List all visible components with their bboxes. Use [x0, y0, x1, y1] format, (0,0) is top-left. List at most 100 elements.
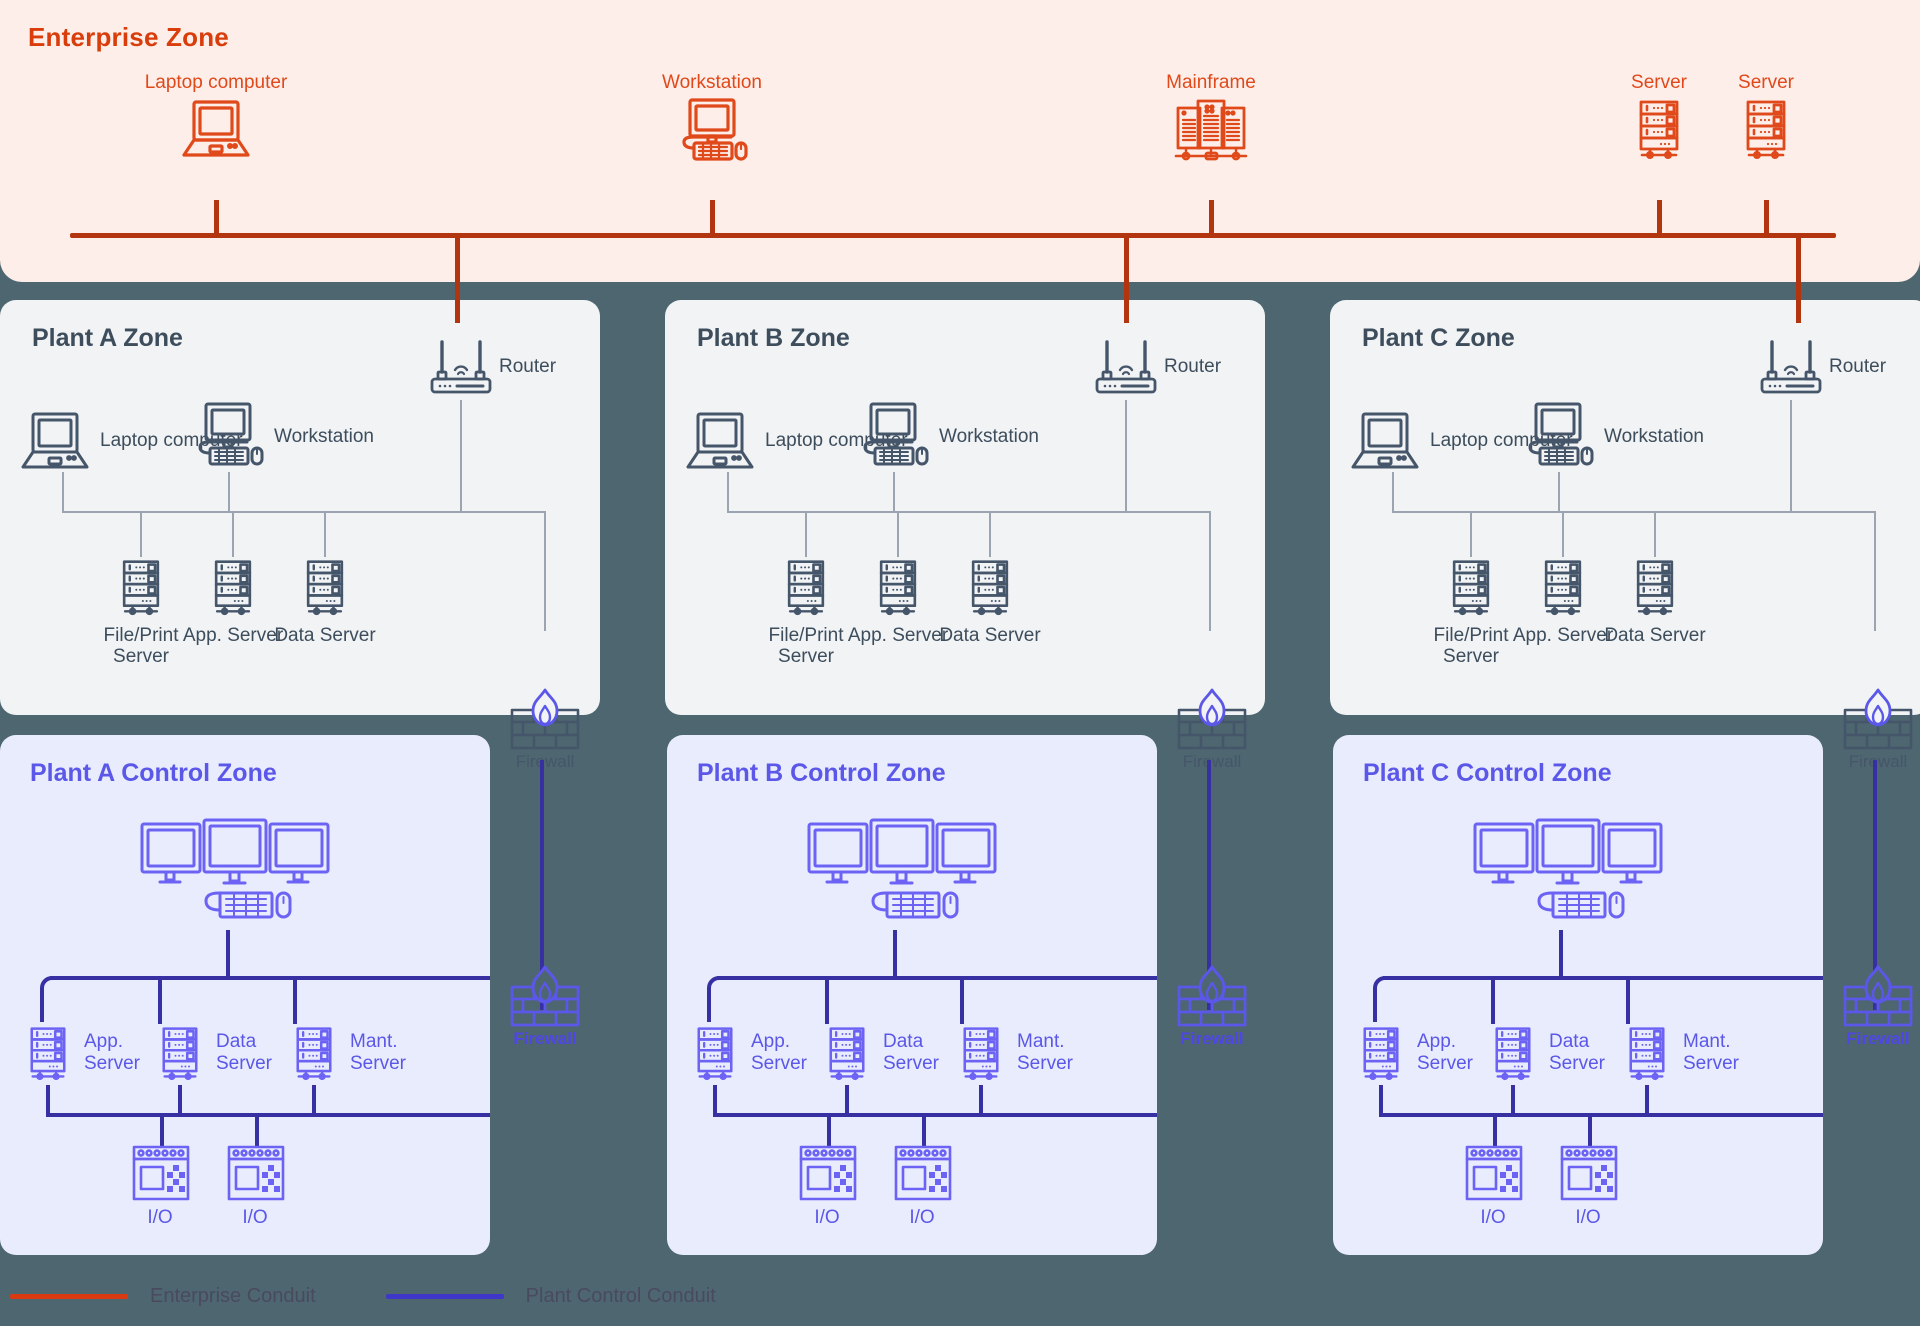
enterprise-zone-title: Enterprise Zone [28, 22, 229, 52]
plant-a-control-server-mant[interactable]: Mant. Server [286, 1023, 430, 1083]
plant-c-control-io-2-drop [1588, 1113, 1592, 1147]
server-rack-icon [819, 1023, 875, 1083]
firewall-label: Firewall [1848, 752, 1908, 771]
plant-c-control-io-1[interactable] [1463, 1145, 1525, 1203]
server-rack-icon [1599, 98, 1719, 160]
io-module-icon [130, 1145, 192, 1203]
conduit-riser-plant-b [1207, 760, 1211, 1010]
plant-b-server-file-print[interactable] [777, 556, 835, 618]
plant-c-server-file-print[interactable] [1442, 556, 1500, 618]
plant-b-control-bus-left-corner [707, 976, 721, 1022]
mainframe-icon [1131, 98, 1291, 162]
plant-b-control-data-down [845, 1085, 849, 1115]
plant-b-link-firewall-down [1209, 511, 1211, 631]
plant-a-control-hmi[interactable] [140, 818, 330, 930]
plant-c-control-hmi-drop [1559, 930, 1563, 978]
enterprise-node-mainframe[interactable]: Mainframe [1131, 72, 1291, 162]
plant-a-client-workstation[interactable]: Workstation [188, 402, 374, 472]
plant-b-control-server-data[interactable]: Data Server [819, 1023, 959, 1083]
plant-c-control-hmi[interactable] [1473, 818, 1663, 930]
plant-b-control-io-1[interactable] [797, 1145, 859, 1203]
enterprise-node-label: Server [1631, 72, 1687, 93]
plant-a-server-file-print[interactable] [112, 556, 170, 618]
server-rack-icon [687, 1023, 743, 1083]
plant-b-server-data[interactable] [961, 556, 1019, 618]
plant-c-control-upper-bus [1383, 976, 1823, 980]
conduit-riser-plant-c [1873, 760, 1877, 1010]
multi-monitor-workstation-icon [140, 818, 330, 930]
plant-b-router[interactable]: Router [1090, 338, 1221, 396]
enterprise-node-label: Workstation [662, 72, 762, 93]
plant-a-control-server-app[interactable]: App. Server [20, 1023, 160, 1083]
workstation-icon [632, 98, 792, 164]
legend-label-enterprise: Enterprise Conduit [150, 1285, 316, 1307]
plant-c-server-data[interactable] [1626, 556, 1684, 618]
plant-b-control-server-app[interactable]: App. Server [687, 1023, 827, 1083]
plant-c-link-srv-2 [1562, 511, 1564, 557]
plant-a-control-mant-down [312, 1085, 316, 1115]
plant-c-link-bus [1392, 511, 1874, 513]
plant-c-control-io-2[interactable] [1558, 1145, 1620, 1203]
workstation-icon [188, 402, 268, 472]
server-rack-icon [961, 556, 1019, 618]
firewall-plant-c-lower[interactable]: Firewall [1833, 965, 1920, 1049]
firewall-icon [1167, 965, 1257, 1027]
enterprise-riser-plant-a [455, 233, 460, 323]
plant-b-server-app[interactable] [869, 556, 927, 618]
plant-a-control-io-2[interactable] [225, 1145, 287, 1203]
plant-c-client-label: Workstation [1604, 426, 1704, 448]
plant-c-link-workstation-down [1558, 472, 1560, 512]
plant-b-control-zone-title: Plant B Control Zone [697, 759, 946, 787]
plant-a-router[interactable]: Router [425, 338, 556, 396]
plant-b-control-hmi[interactable] [807, 818, 997, 930]
plant-b-link-router-down [1125, 400, 1127, 512]
plant-a-control-link-data [293, 976, 297, 1024]
plant-a-server-data[interactable] [296, 556, 354, 618]
plant-c-client-workstation[interactable]: Workstation [1518, 402, 1704, 472]
firewall-plant-a-upper[interactable]: Firewall [505, 688, 585, 772]
enterprise-drop-mainframe [1209, 200, 1214, 236]
firewall-label: Firewall [513, 1029, 577, 1048]
legend-label-control: Plant Control Conduit [525, 1285, 716, 1307]
plant-a-control-bus-left-corner [40, 976, 54, 1022]
server-rack-icon [296, 556, 354, 618]
plant-a-control-io-2-drop [255, 1113, 259, 1147]
plant-b-control-io-2[interactable] [892, 1145, 954, 1203]
plant-a-control-io-label: I/O [147, 1207, 173, 1228]
plant-c-control-lower-bus [1379, 1113, 1823, 1117]
plant-b-client-workstation[interactable]: Workstation [853, 402, 1039, 472]
plant-b-server-label: Data Server [939, 625, 1041, 646]
plant-a-link-workstation-down [228, 472, 230, 512]
enterprise-node-server-1[interactable]: Server [1599, 72, 1719, 160]
plant-c-server-app[interactable] [1534, 556, 1592, 618]
plant-a-control-server-data[interactable]: Data Server [152, 1023, 292, 1083]
io-module-icon [1558, 1145, 1620, 1203]
firewall-plant-a-lower[interactable]: Firewall [500, 965, 590, 1049]
plant-a-control-upper-bus [50, 976, 490, 980]
plant-a-server-app[interactable] [204, 556, 262, 618]
plant-c-router[interactable]: Router [1755, 338, 1886, 396]
plant-b-control-server-label: App. Server [751, 1031, 807, 1074]
plant-b-control-link-app [825, 976, 829, 1024]
enterprise-node-workstation[interactable]: Workstation [632, 72, 792, 164]
plant-b-link-workstation-down [893, 472, 895, 512]
plant-b-control-server-mant[interactable]: Mant. Server [953, 1023, 1097, 1083]
enterprise-riser-plant-c [1796, 233, 1801, 323]
plant-a-server-label: File/Print Server [103, 625, 179, 668]
plant-a-control-io-1[interactable] [130, 1145, 192, 1203]
plant-c-control-server-data[interactable]: Data Server [1485, 1023, 1625, 1083]
firewall-icon [1172, 688, 1252, 750]
firewall-plant-b-upper[interactable]: Firewall [1172, 688, 1252, 772]
firewall-icon [505, 688, 585, 750]
plant-c-control-server-app[interactable]: App. Server [1353, 1023, 1493, 1083]
firewall-plant-c-upper[interactable]: Firewall [1838, 688, 1918, 772]
enterprise-node-laptop[interactable]: Laptop computer [136, 72, 296, 160]
firewall-plant-b-lower[interactable]: Firewall [1167, 965, 1257, 1049]
enterprise-node-server-2[interactable]: Server [1706, 72, 1826, 160]
plant-c-control-app-down [1379, 1085, 1383, 1115]
plant-c-router-label: Router [1829, 356, 1887, 378]
plant-a-server-label: App. Server [182, 625, 284, 646]
plant-c-control-server-mant[interactable]: Mant. Server [1619, 1023, 1763, 1083]
server-rack-icon [1534, 556, 1592, 618]
